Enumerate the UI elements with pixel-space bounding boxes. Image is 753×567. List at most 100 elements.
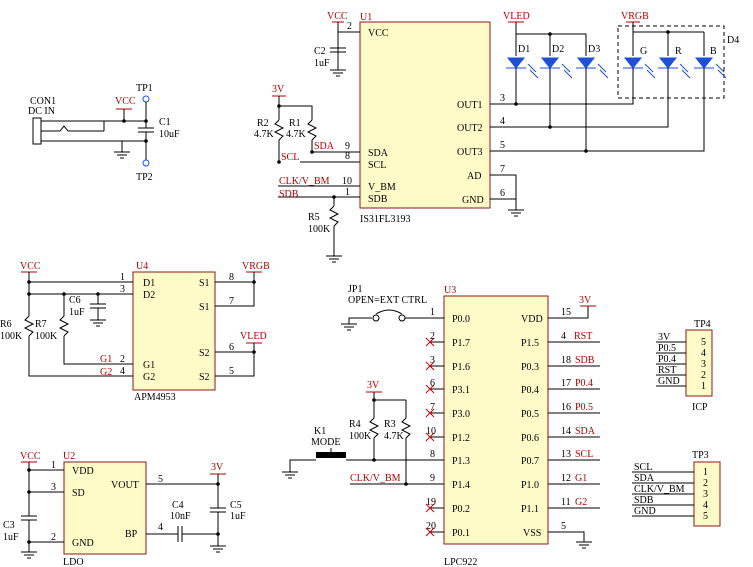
c6-value: 1uF (69, 307, 85, 318)
r3-ref: R3 (384, 419, 396, 430)
r2-ref: R2 (257, 118, 269, 129)
r7-ref: R7 (35, 319, 47, 330)
c1-value: 10uF (159, 129, 180, 140)
svg-text:P1.6: P1.6 (452, 362, 470, 373)
svg-text:4: 4 (158, 522, 163, 533)
c4-value: 10nF (170, 511, 191, 522)
u1-pin-vbm: 10 V_BM (278, 176, 396, 193)
u3-clk-net: CLK/V_BM (350, 473, 401, 484)
tp2-ref: TP2 (136, 172, 153, 183)
svg-text:GND: GND (72, 538, 94, 549)
d4-ref: D4 (727, 35, 739, 46)
svg-text:SD: SD (72, 488, 85, 499)
svg-text:D2: D2 (552, 44, 564, 55)
u1-pin-vcc: 2 VCC (338, 21, 389, 39)
svg-text:P3.1: P3.1 (452, 385, 470, 396)
r5-ref: R5 (308, 212, 320, 223)
svg-text:P3.0: P3.0 (452, 409, 470, 420)
u3-left-pins: 1 P0.0 2 P1.7 3 P1.6 6 P3.1 7 P3.0 10 P1… (424, 307, 470, 539)
svg-text:14: 14 (561, 426, 571, 437)
dc-input: CON1 DC IN VCC TP1 TP2 C1 10uF (28, 83, 180, 183)
u2-part: LDO (63, 557, 84, 567)
svg-text:1: 1 (430, 307, 435, 318)
svg-text:2: 2 (703, 478, 708, 489)
jp1-ref: JP1 (348, 284, 362, 295)
svg-text:OUT2: OUT2 (457, 123, 483, 134)
u1-pin-sda: 9 SDA (334, 141, 389, 159)
svg-text:D1: D1 (518, 44, 530, 55)
svg-text:13: 13 (561, 449, 571, 460)
u1-pin-out1: 3 OUT1 (457, 93, 516, 111)
svg-text:10: 10 (426, 426, 436, 437)
r4-value: 100K (349, 431, 372, 442)
svg-text:AD: AD (467, 171, 481, 182)
svg-text:16: 16 (561, 402, 571, 413)
svg-text:1: 1 (701, 381, 706, 392)
u3-ref: U3 (444, 285, 456, 296)
svg-text:8: 8 (229, 272, 234, 283)
svg-text:P0.2: P0.2 (452, 504, 470, 515)
svg-text:B: B (710, 46, 717, 57)
svg-text:SCL: SCL (575, 449, 593, 460)
r2-value: 4.7K (254, 129, 275, 140)
svg-text:7: 7 (229, 296, 234, 307)
svg-text:P1.5: P1.5 (521, 338, 539, 349)
u1-sda-net: SDA (314, 141, 335, 152)
svg-text:VCC: VCC (368, 28, 389, 39)
svg-text:8: 8 (430, 449, 435, 460)
u2-3v-label: 3V (211, 462, 224, 473)
c4-ref: C4 (172, 500, 184, 511)
svg-text:4: 4 (120, 366, 125, 377)
svg-text:5: 5 (703, 511, 708, 522)
svg-text:SDB: SDB (368, 194, 388, 205)
svg-text:BP: BP (125, 529, 138, 540)
u3-3v-label: 3V (367, 380, 380, 391)
svg-text:3: 3 (701, 359, 706, 370)
u2-ldo: U2 LDO VCC C3 1uF 1 VDD 3 SD 2 GND 3V 5 … (3, 451, 246, 567)
svg-text:1: 1 (345, 187, 350, 198)
svg-text:D1: D1 (143, 278, 155, 289)
u2-vcc-label: VCC (20, 451, 41, 462)
svg-text:G2: G2 (143, 372, 155, 383)
svg-text:P0.4: P0.4 (521, 385, 539, 396)
svg-text:5: 5 (158, 474, 163, 485)
svg-text:VSS: VSS (523, 528, 541, 539)
r6-ref: R6 (0, 319, 12, 330)
c3-ref: C3 (3, 520, 15, 531)
svg-text:P0.5: P0.5 (658, 343, 676, 354)
svg-text:2: 2 (347, 21, 352, 32)
svg-text:6: 6 (500, 188, 505, 199)
svg-text:17: 17 (561, 378, 571, 389)
svg-text:P0.6: P0.6 (521, 433, 539, 444)
svg-text:5: 5 (229, 366, 234, 377)
vled-label: VLED (503, 11, 530, 22)
tp4-name: ICP (692, 402, 708, 413)
svg-text:4: 4 (701, 348, 706, 359)
svg-text:P0.3: P0.3 (521, 362, 539, 373)
svg-text:SDB: SDB (634, 495, 654, 506)
svg-text:9: 9 (430, 473, 435, 484)
r6-value: 100K (0, 331, 23, 342)
svg-text:G1: G1 (575, 473, 587, 484)
svg-text:2: 2 (701, 370, 706, 381)
svg-text:1: 1 (703, 467, 708, 478)
u4-ref: U4 (136, 261, 148, 272)
svg-text:S2: S2 (199, 372, 210, 383)
u4-g2-net: G2 (100, 367, 112, 378)
svg-text:5: 5 (561, 521, 566, 532)
led-d3: D3 (576, 44, 609, 79)
u3-mcu: U3 LPC922 JP1 OPEN=EXT CTRL 3V R4 100K R… (281, 284, 600, 567)
u1-vcc-label: VCC (327, 11, 348, 22)
svg-text:VDD: VDD (72, 466, 94, 477)
svg-text:GND: GND (462, 195, 484, 206)
u1-pin-ad: 7 AD (467, 164, 516, 182)
con1-name: DC IN (28, 106, 55, 117)
u4-vcc-label: VCC (20, 261, 41, 272)
svg-text:2: 2 (51, 532, 56, 543)
svg-text:SDA: SDA (575, 426, 596, 437)
svg-text:15: 15 (561, 307, 571, 318)
u1-3v-label: 3V (272, 84, 285, 95)
svg-text:SDB: SDB (575, 355, 595, 366)
u3-right-pins: 3V 15 VDD 4 RST P1.5 18 SDB P0.3 17 P0.4… (521, 295, 600, 549)
svg-text:2: 2 (120, 354, 125, 365)
